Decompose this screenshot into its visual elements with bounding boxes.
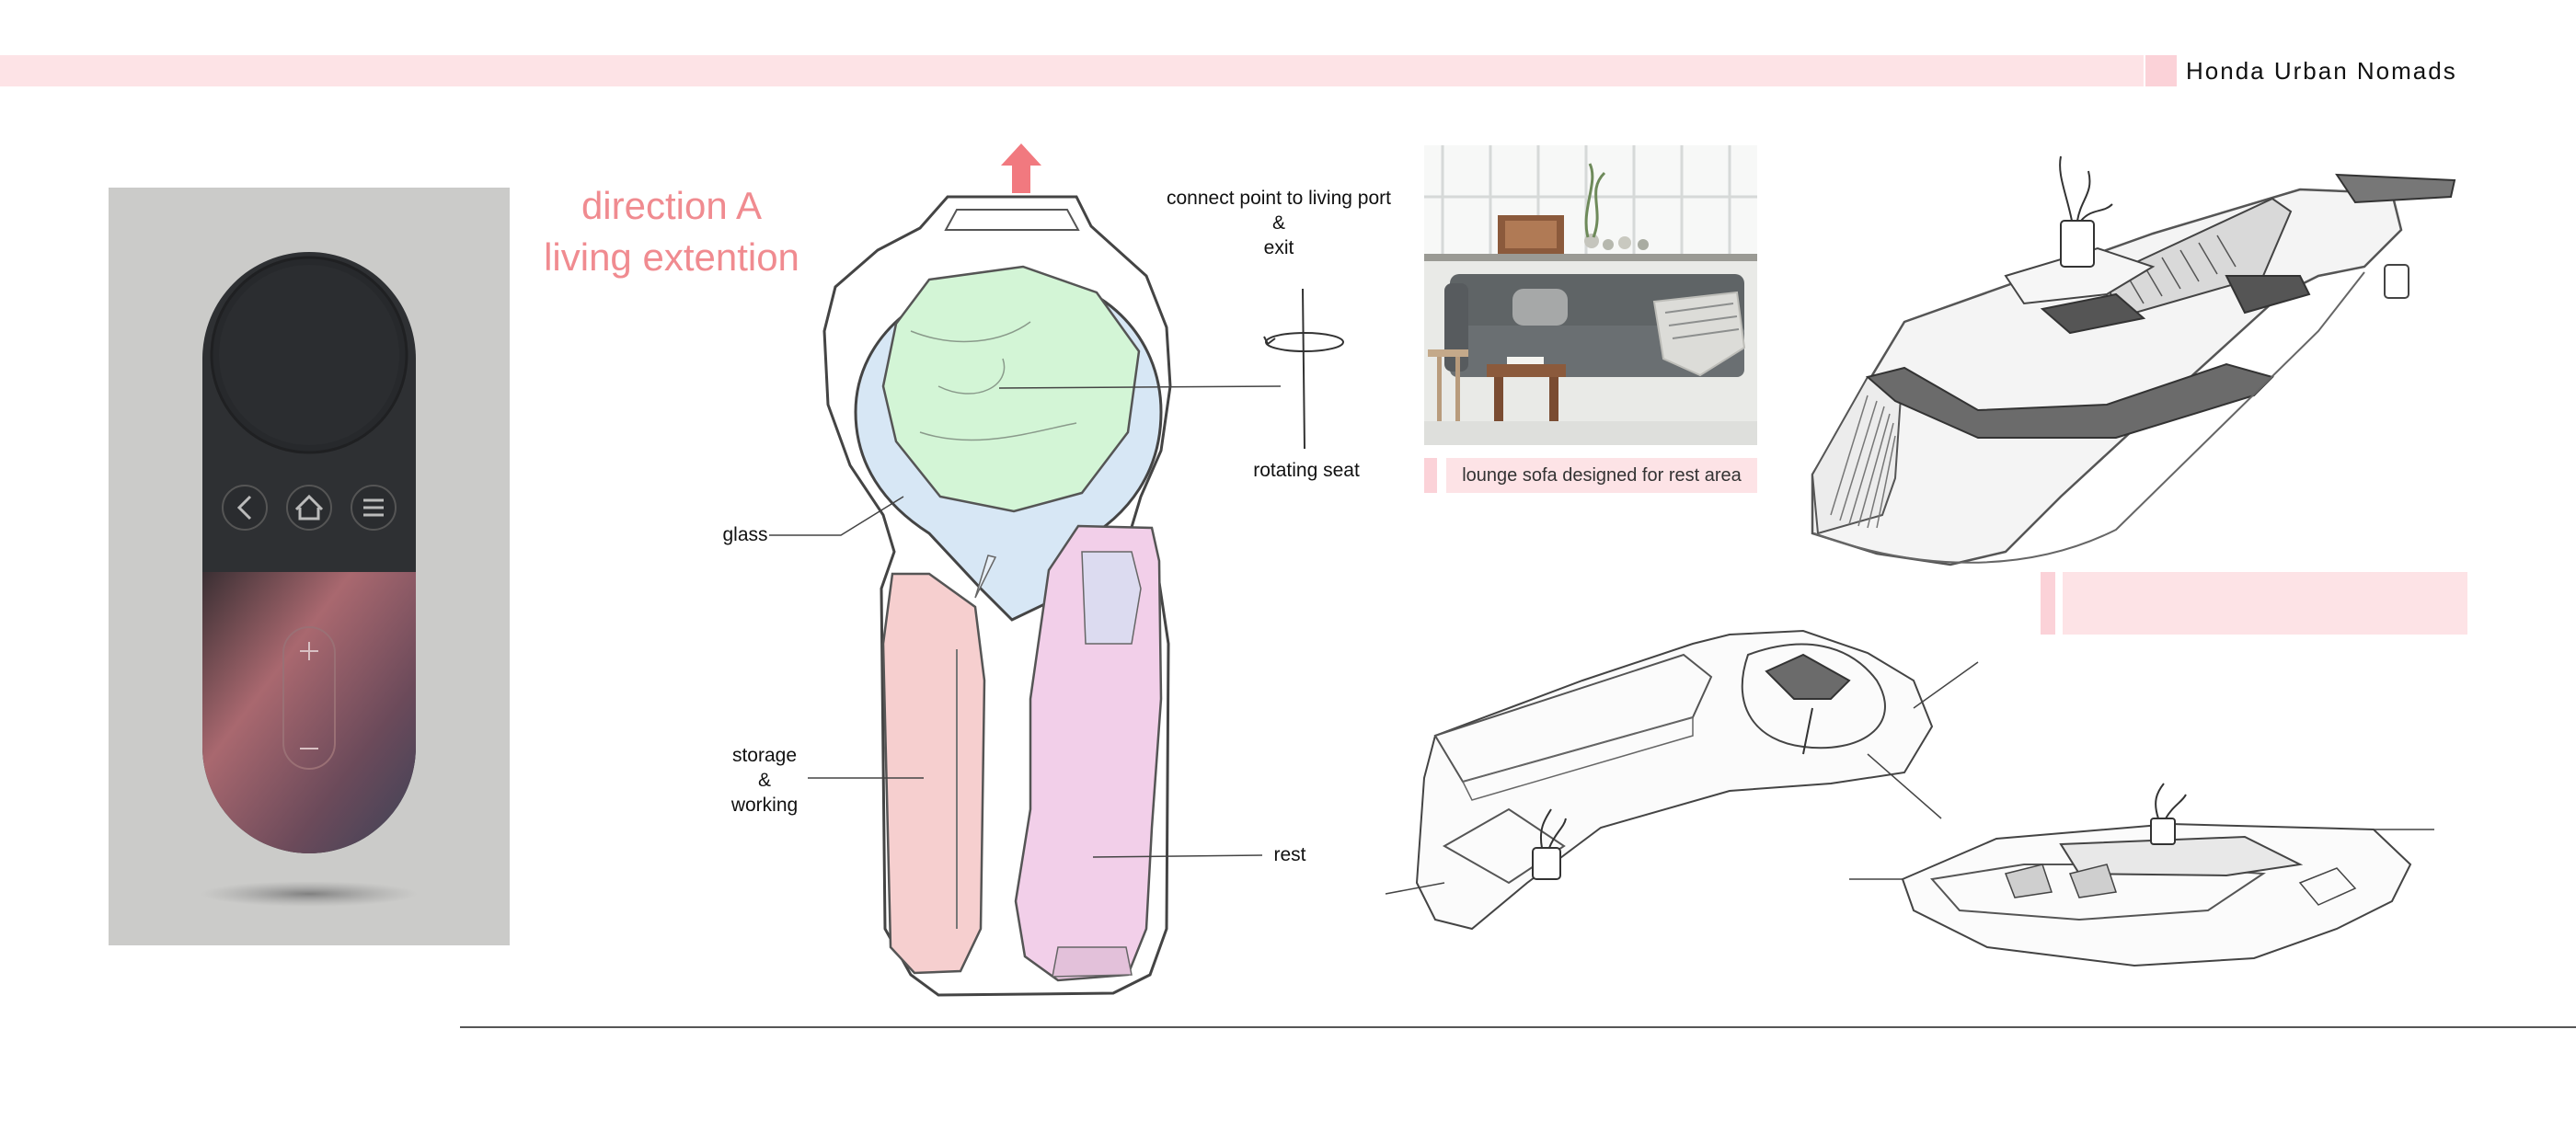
page-baseline-rule bbox=[460, 1026, 2576, 1028]
plus-icon[interactable] bbox=[300, 642, 318, 660]
concept-title-line1: direction A bbox=[581, 184, 763, 227]
rotate-icon bbox=[1263, 288, 1344, 450]
header-band-cap bbox=[2145, 55, 2177, 86]
header-band bbox=[0, 55, 2144, 86]
blank-label-box bbox=[2063, 572, 2467, 635]
pod-front-hatch bbox=[944, 209, 1080, 231]
remote-render-card bbox=[109, 188, 510, 945]
glass-label: glass bbox=[722, 524, 768, 545]
volume-rocker[interactable] bbox=[282, 626, 336, 770]
remote-shadow bbox=[201, 881, 418, 907]
chevron-left-icon[interactable] bbox=[222, 485, 268, 531]
rest-leader-line bbox=[1092, 854, 1263, 858]
rotating-seat-zone bbox=[881, 265, 1141, 513]
photo-caption: lounge sofa designed for rest area bbox=[1446, 458, 1757, 493]
rest-label: rest bbox=[1273, 844, 1306, 865]
sofa-photo-illustration bbox=[1424, 145, 1757, 445]
concept-title: direction A living extention bbox=[515, 180, 828, 283]
home-icon[interactable] bbox=[286, 485, 332, 531]
glass-leader-line bbox=[769, 496, 904, 536]
arrow-up-icon bbox=[1001, 143, 1041, 193]
blank-label-cap bbox=[2041, 572, 2055, 635]
remote-render bbox=[201, 252, 418, 907]
remote-dial-face bbox=[219, 265, 399, 445]
menu-icon[interactable] bbox=[351, 485, 397, 531]
brand-title: Honda Urban Nomads bbox=[2186, 57, 2457, 85]
caption-cap bbox=[1424, 458, 1437, 493]
rotating-seat-label: rotating seat bbox=[1253, 460, 1360, 481]
concept-title-line2: living extention bbox=[544, 235, 799, 279]
storage-working-label: storage & working bbox=[730, 745, 799, 816]
connect-point-label: connect point to living port & exit bbox=[1167, 188, 1391, 258]
seat-leader-line bbox=[998, 385, 1282, 389]
remote-body-lower bbox=[202, 572, 416, 853]
lounge-sofa-photo bbox=[1424, 145, 1757, 445]
storage-working-zone bbox=[881, 572, 986, 975]
